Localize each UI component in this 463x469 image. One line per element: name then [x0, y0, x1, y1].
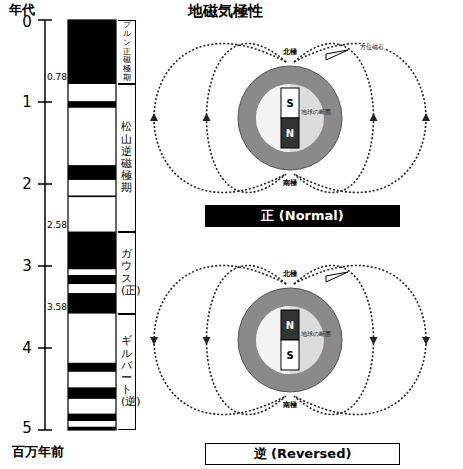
axis-tick: [38, 265, 52, 267]
normal-stripe: [68, 101, 116, 108]
normal-stripe: [68, 195, 116, 197]
magnet-bottom: [281, 340, 299, 370]
magnet-top: [281, 88, 299, 118]
earth-globes: [150, 44, 430, 415]
compass-needle: [326, 50, 348, 60]
pole-label: 南極: [282, 180, 298, 188]
axis-tick: [38, 347, 52, 349]
magnet-bottom: [281, 118, 299, 148]
era-bracket: ガウス(正): [118, 232, 136, 314]
tick-number: 5: [22, 420, 32, 437]
era-bracket: ギルバート(逆): [118, 314, 136, 430]
polarity-column: [68, 20, 116, 430]
field-arrow: [370, 113, 378, 121]
normal-stripe: [68, 363, 116, 372]
normal-stripe: [68, 232, 116, 270]
axis-line: [44, 20, 46, 430]
axis-unit: 百万年前: [12, 445, 64, 459]
tick-number: 0: [22, 14, 32, 31]
era-name: ギルバート(逆): [121, 335, 132, 408]
boundary-age: 3.58: [47, 303, 67, 313]
magnet-pole: S: [286, 98, 293, 109]
section-label: 地球の断面: [301, 109, 331, 116]
era-name: ブルン正磁極期: [122, 21, 130, 83]
compass-label: 方位磁石: [359, 44, 385, 51]
pole-label: 北極: [282, 49, 298, 57]
magnet-pole: S: [286, 350, 293, 361]
polarity-band: 正 (Normal): [205, 205, 400, 227]
magnet-pole: N: [286, 128, 294, 139]
section-label: 地球の断面: [301, 331, 331, 338]
field-arrow: [422, 337, 430, 345]
earth-core: [256, 306, 324, 374]
band-label: 正 (Normal): [210, 208, 395, 224]
magnet-top: [281, 310, 299, 340]
boundary-age: 0.78: [47, 73, 67, 83]
axis-tick: [38, 19, 52, 21]
column-outline: [68, 20, 116, 430]
normal-stripe: [68, 20, 116, 84]
field-arrow: [203, 337, 211, 345]
field-arrow: [422, 113, 430, 121]
axis-tick: [38, 101, 52, 103]
field-arrow: [150, 113, 158, 121]
earth-mantle: [238, 66, 342, 170]
era-name: ガウス(正): [121, 248, 132, 296]
tick-number: 3: [22, 258, 32, 275]
field-arrow: [203, 113, 211, 121]
tick-number: 4: [22, 340, 32, 357]
field-arrow: [150, 337, 158, 345]
normal-stripe: [68, 387, 116, 398]
tick-number: 1: [22, 94, 32, 111]
normal-stripe: [68, 293, 116, 314]
normal-stripe: [68, 414, 116, 421]
boundary-age: 2.58: [47, 221, 67, 231]
normal-stripe: [68, 165, 116, 180]
field-arrow: [370, 337, 378, 345]
magnet-pole: N: [286, 320, 294, 331]
axis-tick: [38, 429, 52, 431]
era-bracket: ブルン正磁極期: [118, 20, 136, 84]
era-name: 松山逆磁極期: [121, 121, 132, 194]
era-bracket: 松山逆磁極期: [118, 84, 136, 232]
polarity-band: 逆 (Reversed): [205, 443, 400, 465]
axis-tick: [38, 183, 52, 185]
chart-title: 地磁気極性: [188, 3, 263, 20]
earth-mantle: [238, 288, 342, 392]
pole-label: 南極: [282, 402, 298, 410]
band-label: 逆 (Reversed): [210, 446, 395, 462]
compass-needle: [326, 272, 348, 282]
tick-number: 2: [22, 176, 32, 193]
pole-label: 北極: [282, 271, 298, 279]
normal-stripe: [68, 275, 116, 284]
earth-core: [256, 84, 324, 152]
